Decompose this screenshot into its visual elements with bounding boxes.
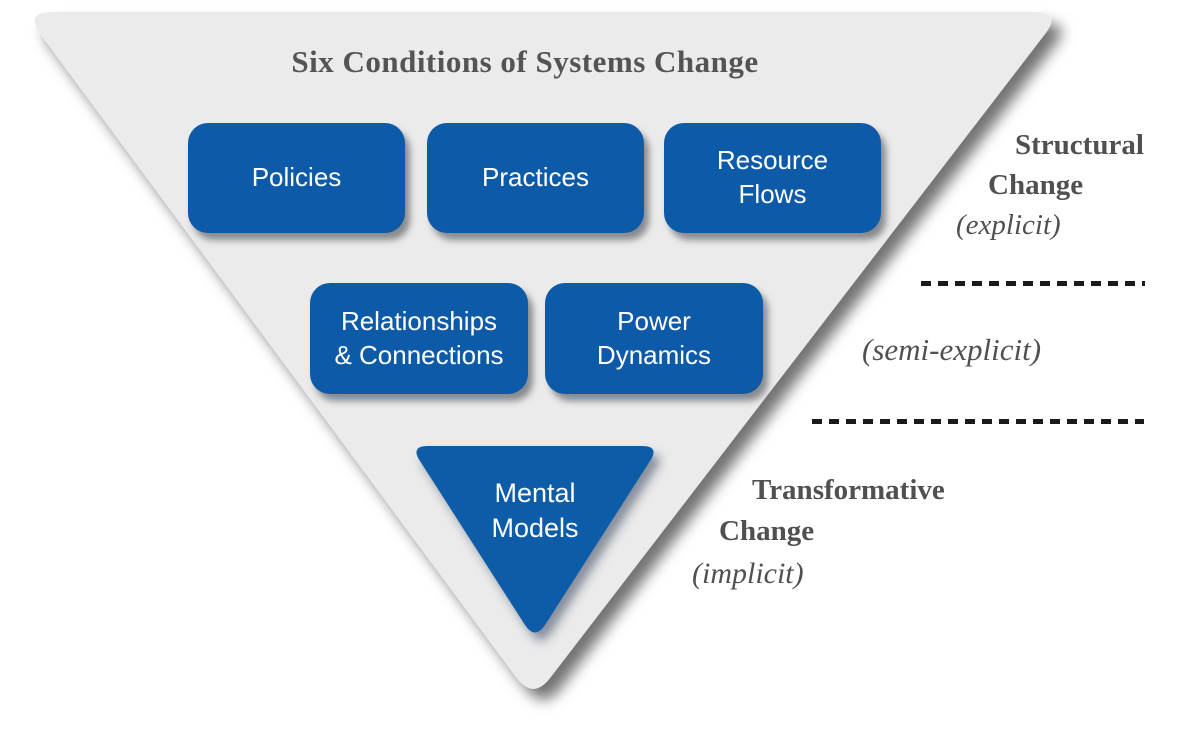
structural-change-qualifier: (explicit): [956, 209, 1061, 241]
divider-dashed-line-lower: [812, 419, 1144, 424]
condition-box-policies: Policies: [188, 123, 405, 233]
transformative-change-label-line2: Change: [719, 515, 815, 547]
condition-box-resource-flows: Resource Flows: [664, 123, 881, 233]
mental-models-triangle: [416, 446, 654, 633]
condition-box-relationships-connections: Relationships & Connections: [310, 283, 528, 394]
semi-explicit-qualifier: (semi-explicit): [862, 332, 1042, 367]
condition-label: Practices: [482, 162, 589, 193]
transformative-change-label-line1: Transformative: [752, 474, 945, 506]
condition-label: Power Dynamics: [596, 305, 712, 370]
condition-label: Resource Flows: [716, 145, 829, 209]
condition-label: Relationships & Connections: [334, 305, 504, 370]
divider-dashed-line-upper: [921, 281, 1145, 286]
condition-box-power-dynamics: Power Dynamics: [545, 283, 763, 394]
structural-change-label-line2: Change: [988, 169, 1084, 201]
condition-box-practices: Practices: [427, 123, 644, 233]
condition-label-mental-models: Mental Models: [491, 478, 579, 544]
condition-label: Policies: [251, 162, 342, 193]
transformative-change-qualifier: (implicit): [692, 557, 804, 590]
diagram-title: Six Conditions of Systems Change: [291, 44, 759, 79]
structural-change-label-line1: Structural: [1015, 129, 1144, 161]
